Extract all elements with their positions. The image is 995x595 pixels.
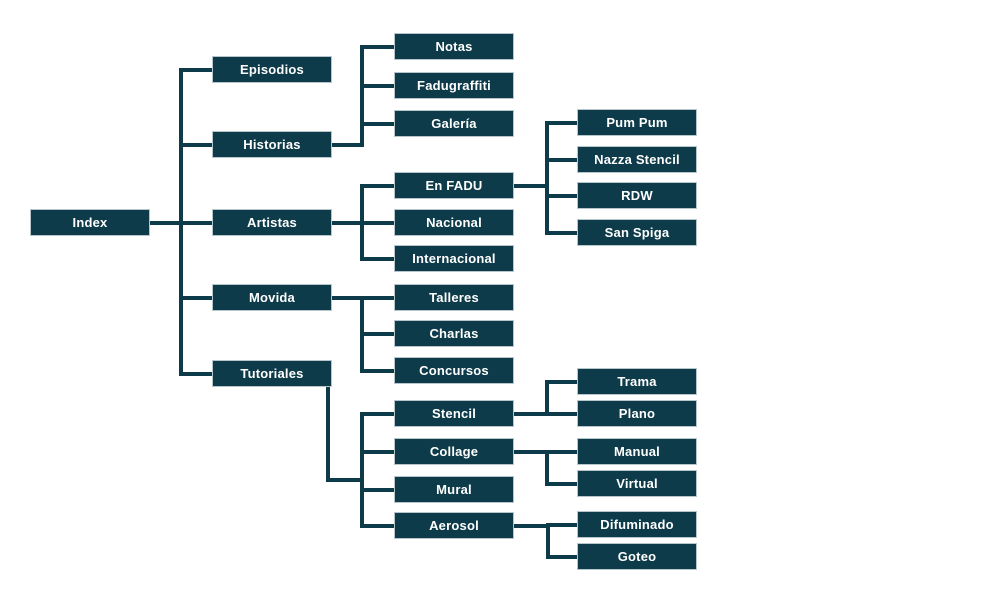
- node-enfadu: En FADU: [394, 172, 514, 199]
- connector-line: [360, 295, 394, 300]
- node-notas: Notas: [394, 33, 514, 60]
- node-nazzastencil: Nazza Stencil: [577, 146, 697, 173]
- node-episodios: Episodios: [212, 56, 332, 83]
- node-internacional: Internacional: [394, 245, 514, 272]
- node-tutoriales: Tutoriales: [212, 360, 332, 387]
- connector-line: [545, 449, 577, 454]
- connector-line: [360, 411, 394, 416]
- node-artistas: Artistas: [212, 209, 332, 236]
- connector-line: [179, 295, 212, 300]
- connector-line: [326, 387, 330, 482]
- node-collage: Collage: [394, 438, 514, 465]
- connector-line: [545, 379, 577, 384]
- connector-line: [179, 220, 212, 225]
- node-manual: Manual: [577, 438, 697, 465]
- connector-line: [514, 449, 549, 454]
- connector-line: [360, 449, 394, 454]
- connector-line: [326, 478, 364, 482]
- connector-line: [360, 256, 394, 261]
- connector-line: [179, 142, 212, 147]
- connector-line: [360, 411, 364, 528]
- connector-line: [360, 487, 394, 492]
- connector-line: [360, 220, 394, 225]
- connector-line: [332, 220, 364, 225]
- connector-line: [179, 371, 212, 376]
- connector-line: [360, 121, 394, 126]
- connector-line: [360, 331, 394, 336]
- connector-line: [360, 183, 394, 188]
- connector-line: [545, 449, 549, 486]
- node-fadugraffiti: Fadugraffiti: [394, 72, 514, 99]
- connector-line: [545, 157, 577, 162]
- node-sanspiga: San Spiga: [577, 219, 697, 246]
- connector-line: [514, 411, 549, 416]
- node-aerosol: Aerosol: [394, 512, 514, 539]
- node-historias: Historias: [212, 131, 332, 158]
- connector-line: [360, 523, 394, 528]
- connector-line: [360, 44, 364, 147]
- node-goteo: Goteo: [577, 543, 697, 570]
- node-galeria: Galería: [394, 110, 514, 137]
- node-pumpum: Pum Pum: [577, 109, 697, 136]
- node-mural: Mural: [394, 476, 514, 503]
- node-talleres: Talleres: [394, 284, 514, 311]
- connector-line: [545, 120, 577, 125]
- connector-line: [514, 183, 549, 188]
- connector-line: [546, 554, 577, 559]
- node-stencil: Stencil: [394, 400, 514, 427]
- connector-line: [514, 523, 550, 528]
- node-movida: Movida: [212, 284, 332, 311]
- connector-line: [545, 193, 577, 198]
- node-trama: Trama: [577, 368, 697, 395]
- connector-line: [179, 67, 212, 72]
- connector-line: [545, 379, 549, 416]
- connector-line: [360, 368, 394, 373]
- connector-line: [546, 522, 550, 559]
- connector-line: [332, 142, 364, 147]
- connector-line: [545, 481, 577, 486]
- connector-line: [150, 220, 183, 225]
- node-concursos: Concursos: [394, 357, 514, 384]
- connector-line: [360, 44, 394, 49]
- node-virtual: Virtual: [577, 470, 697, 497]
- connector-line: [545, 411, 577, 416]
- connector-line: [545, 230, 577, 235]
- node-nacional: Nacional: [394, 209, 514, 236]
- node-plano: Plano: [577, 400, 697, 427]
- connector-line: [546, 522, 577, 527]
- connector-line: [332, 295, 364, 300]
- node-index: Index: [30, 209, 150, 236]
- connector-line: [360, 83, 394, 88]
- node-difuminado: Difuminado: [577, 511, 697, 538]
- node-charlas: Charlas: [394, 320, 514, 347]
- connector-line: [545, 120, 549, 235]
- node-rdw: RDW: [577, 182, 697, 209]
